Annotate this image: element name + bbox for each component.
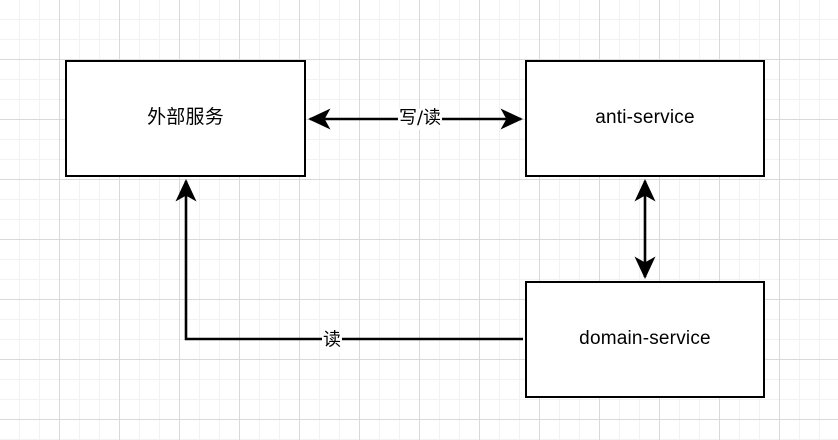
edge-label-read: 读 — [322, 329, 342, 352]
node-domain-service[interactable]: domain-service — [525, 281, 765, 398]
node-anti-service-label: anti-service — [595, 107, 695, 129]
edge-domain-external-line — [175, 179, 523, 341]
node-external-service-label: 外部服务 — [147, 107, 224, 129]
node-domain-service-label: domain-service — [579, 328, 711, 350]
node-external-service[interactable]: 外部服务 — [65, 60, 306, 177]
edge-label-write-read: 写/读 — [397, 107, 443, 130]
node-anti-service[interactable]: anti-service — [525, 60, 765, 177]
